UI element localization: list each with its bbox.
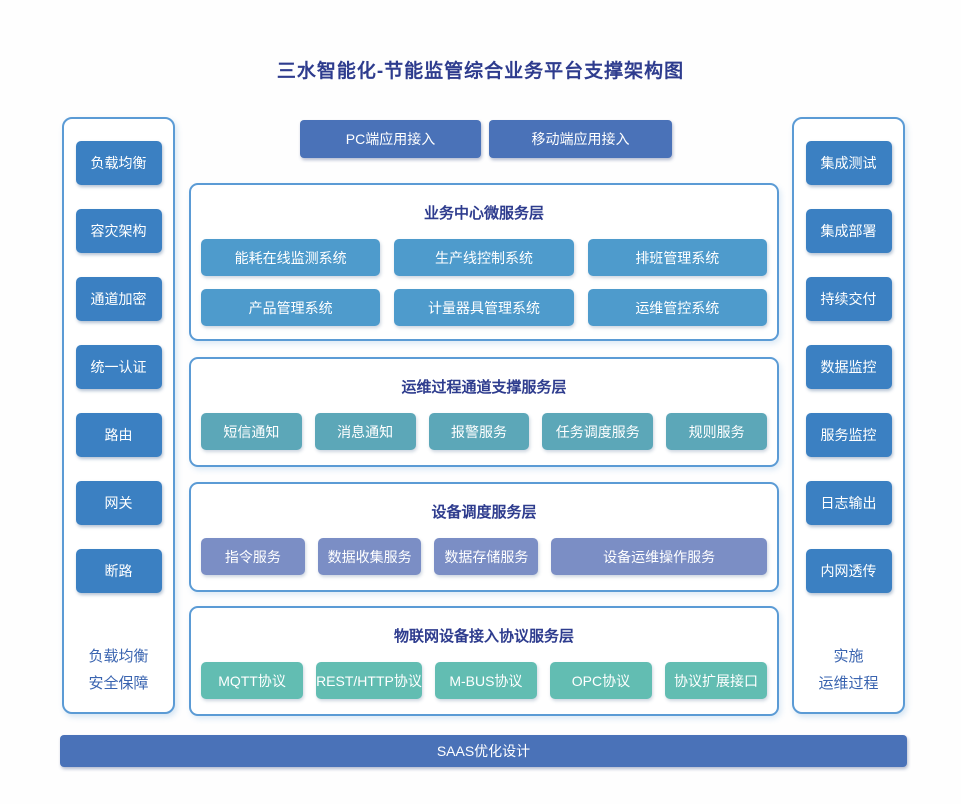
- left-caption-line-2: 安全保障: [88, 675, 149, 692]
- node-mobile-app-access: 移动端应用接入: [489, 120, 672, 158]
- node-integration-test: 集成测试: [805, 141, 892, 185]
- layer-node-row: 短信通知 消息通知 报警服务 任务调度服务 规则服务: [201, 413, 767, 450]
- layer-node-row: 指令服务 数据收集服务 数据存储服务 设备运维操作服务: [201, 538, 767, 575]
- node-device-ops-operation-service: 设备运维操作服务: [551, 538, 767, 575]
- node-integration-deploy: 集成部署: [805, 209, 892, 253]
- node-log-output: 日志输出: [805, 481, 892, 525]
- node-command-service: 指令服务: [201, 538, 305, 575]
- layer-title: 设备调度服务层: [431, 504, 537, 521]
- node-data-monitoring: 数据监控: [805, 345, 892, 389]
- node-production-line-control: 生产线控制系统: [394, 239, 574, 276]
- saas-optimization-bar: SAAS优化设计: [60, 735, 907, 767]
- node-product-management: 产品管理系统: [201, 289, 381, 326]
- node-metering-device-management: 计量器具管理系统: [394, 289, 574, 326]
- node-service-monitoring: 服务监控: [805, 413, 892, 457]
- node-continuous-delivery: 持续交付: [805, 277, 892, 321]
- node-rule-service: 规则服务: [666, 413, 767, 450]
- right-sidebar-panel: 集成测试 集成部署 持续交付 数据监控 服务监控 日志输出 内网透传 实施 运维…: [792, 117, 905, 714]
- node-gateway: 网关: [75, 481, 162, 525]
- page-title: 三水智能化-节能监管综合业务平台支撑架构图: [276, 61, 685, 82]
- node-sms-notification: 短信通知: [201, 413, 302, 450]
- node-mqtt-protocol: MQTT协议: [201, 662, 304, 699]
- node-data-collection-service: 数据收集服务: [317, 538, 422, 575]
- node-pc-app-access: PC端应用接入: [300, 120, 481, 158]
- layer-node-row: MQTT协议 REST/HTTP协议 M-BUS协议 OPC协议 协议扩展接口: [201, 662, 768, 699]
- node-intranet-passthrough: 内网透传: [805, 549, 892, 593]
- node-channel-encryption: 通道加密: [75, 277, 162, 321]
- left-sidebar-panel: 负载均衡 容灾架构 通道加密 统一认证 路由 网关 断路 负载均衡 安全保障: [62, 117, 175, 714]
- layer-title: 业务中心微服务层: [423, 205, 544, 222]
- iot-protocol-layer: 物联网设备接入协议服务层 MQTT协议 REST/HTTP协议 M-BUS协议 …: [189, 606, 779, 716]
- right-sidebar-caption: 实施 运维过程: [818, 643, 878, 697]
- node-protocol-extension-interface: 协议扩展接口: [664, 662, 768, 699]
- node-message-notification: 消息通知: [314, 413, 416, 450]
- ops-channel-support-layer: 运维过程通道支撑服务层 短信通知 消息通知 报警服务 任务调度服务 规则服务: [189, 357, 779, 467]
- layer-title: 物联网设备接入协议服务层: [393, 628, 574, 645]
- node-rest-http-protocol: REST/HTTP协议: [316, 662, 422, 699]
- node-circuit-breaker: 断路: [75, 549, 162, 593]
- right-caption-line-2: 运维过程: [818, 675, 879, 692]
- left-caption-line-1: 负载均衡: [88, 648, 149, 665]
- node-alarm-service: 报警服务: [428, 413, 530, 450]
- node-mbus-protocol: M-BUS协议: [434, 662, 537, 699]
- node-routing: 路由: [75, 413, 162, 457]
- node-unified-auth: 统一认证: [75, 345, 162, 389]
- left-sidebar-caption: 负载均衡 安全保障: [88, 643, 148, 697]
- node-task-scheduling-service: 任务调度服务: [542, 413, 654, 450]
- layer-title: 运维过程通道支撑服务层: [401, 379, 567, 396]
- node-ops-control: 运维管控系统: [587, 289, 767, 326]
- node-shift-management: 排班管理系统: [587, 239, 767, 276]
- layer-node-grid: 能耗在线监测系统 生产线控制系统 排班管理系统 产品管理系统 计量器具管理系统 …: [201, 239, 767, 326]
- node-energy-online-monitoring: 能耗在线监测系统: [201, 239, 381, 276]
- node-data-storage-service: 数据存储服务: [434, 538, 539, 575]
- node-disaster-recovery: 容灾架构: [75, 209, 162, 253]
- device-scheduling-layer: 设备调度服务层 指令服务 数据收集服务 数据存储服务 设备运维操作服务: [189, 482, 779, 592]
- right-caption-line-1: 实施: [833, 648, 864, 665]
- node-opc-protocol: OPC协议: [549, 662, 652, 699]
- business-microservice-layer: 业务中心微服务层 能耗在线监测系统 生产线控制系统 排班管理系统 产品管理系统 …: [189, 183, 779, 341]
- node-load-balancing: 负载均衡: [75, 141, 162, 185]
